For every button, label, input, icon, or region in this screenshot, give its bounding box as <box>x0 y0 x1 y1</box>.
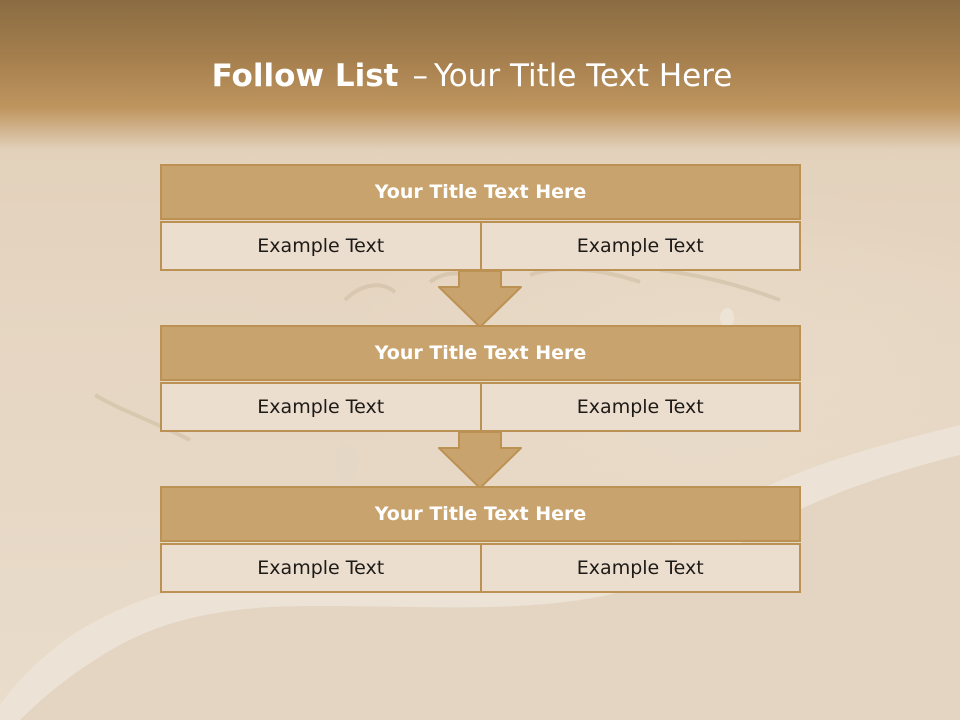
block-cell-left: Example Text <box>160 382 481 432</box>
title-separator: – <box>412 58 428 94</box>
block-cell-right: Example Text <box>480 382 801 432</box>
block-row: Example Text Example Text <box>160 543 801 593</box>
title-bold-part: Follow List <box>211 58 399 94</box>
block-row: Example Text Example Text <box>160 382 801 432</box>
list-block-2: Your Title Text Here Example Text Exampl… <box>160 325 801 432</box>
block-cell-right: Example Text <box>480 221 801 271</box>
title-rest: Your Title Text Here <box>433 58 733 94</box>
list-block-3: Your Title Text Here Example Text Exampl… <box>160 486 801 593</box>
shell-shape-small <box>720 308 734 328</box>
block-row: Example Text Example Text <box>160 221 801 271</box>
block-cell-right: Example Text <box>480 543 801 593</box>
down-arrow-icon <box>438 270 522 328</box>
block-heading: Your Title Text Here <box>160 325 801 381</box>
slide-title: Follow List–Your Title Text Here <box>0 54 944 98</box>
block-heading: Your Title Text Here <box>160 164 801 220</box>
block-cell-left: Example Text <box>160 543 481 593</box>
wet-sand-shape <box>20 455 960 720</box>
shell-shape <box>335 442 359 482</box>
down-arrow-icon <box>438 431 522 489</box>
block-cell-left: Example Text <box>160 221 481 271</box>
header-band <box>0 0 960 150</box>
block-heading: Your Title Text Here <box>160 486 801 542</box>
list-block-1: Your Title Text Here Example Text Exampl… <box>160 164 801 271</box>
